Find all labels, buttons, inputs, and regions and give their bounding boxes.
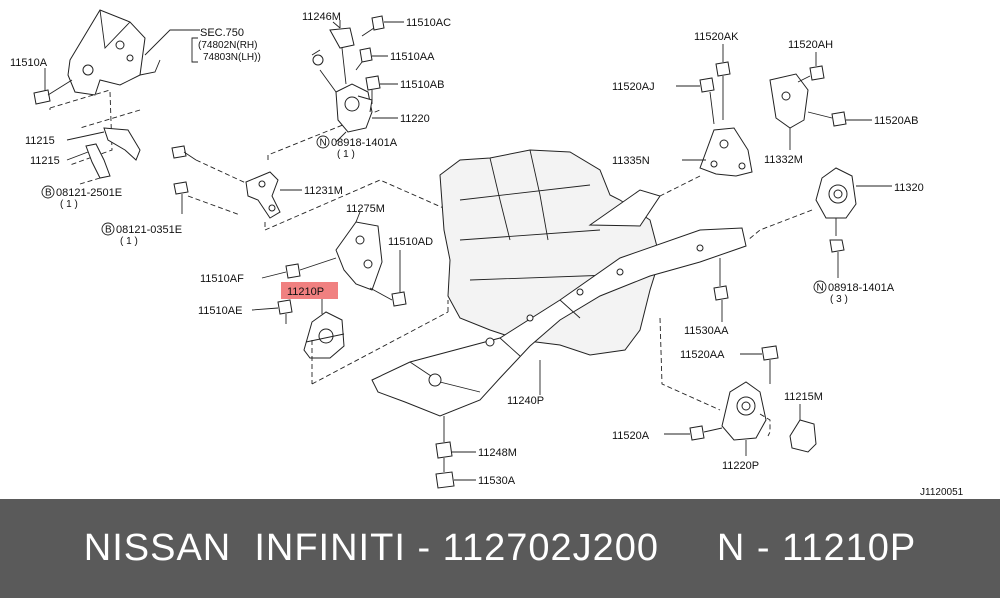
n-letter-icon-2: N — [817, 283, 824, 294]
sec750-leader — [144, 29, 200, 63]
label-08121-2501E: 08121-2501E — [56, 187, 122, 199]
bracket-11275M — [335, 211, 383, 291]
bolt-11510AF — [261, 257, 337, 279]
diagram-code: J1120051 — [920, 487, 964, 498]
label-11520AJ: 11520AJ — [612, 81, 655, 93]
bolt-11510A — [33, 68, 73, 105]
bracket-11215M — [789, 404, 817, 453]
parts-diagram: SEC.750 (74802N(RH) 74803N(LH)) 11510A 1… — [10, 9, 964, 498]
part-number-caption: NISSAN INFINITI - 112702J200 N - 11210P — [83, 527, 917, 569]
bolt-11510AD — [369, 250, 407, 307]
leader-11320 — [747, 209, 813, 241]
bolt-11520AB — [807, 111, 872, 127]
label-08918-1401A: 08918-1401A — [331, 137, 398, 149]
label-08121-2501E-qty: ( 1 ) — [60, 199, 78, 210]
bolt-11520A — [664, 425, 723, 441]
label-11335N: 11335N — [612, 155, 650, 167]
nut-08918-b — [829, 239, 845, 278]
mount-11220 — [311, 20, 398, 143]
bolt-11520AJ — [676, 77, 715, 125]
label-11332M: 11332M — [764, 154, 803, 166]
leader-11335N — [659, 175, 701, 197]
bolt-11530A — [435, 458, 476, 489]
label-08918-1401A-qty: ( 1 ) — [337, 149, 355, 160]
label-11520AB: 11520AB — [874, 115, 918, 127]
n-badge-icon-2 — [813, 280, 827, 294]
parts-diagram-drawing: SEC.750 (74802N(RH) 74803N(LH)) 11510A 1… — [10, 9, 964, 498]
label-11215-b: 11215 — [30, 155, 60, 167]
leader-11231M — [264, 109, 449, 231]
label-11210P[interactable]: 11210P — [287, 286, 324, 298]
label-08121-0351E: 08121-0351E — [116, 224, 182, 236]
subframe-11240P — [371, 189, 747, 417]
label-11275M: 11275M — [346, 203, 385, 215]
label-sec750-lh: 74803N(LH)) — [203, 52, 261, 63]
label-11510AA: 11510AA — [390, 51, 435, 63]
nut-11248M — [435, 416, 476, 459]
engine-block — [439, 149, 661, 356]
label-11530A: 11530A — [478, 475, 516, 487]
leader-11520AA — [659, 317, 721, 411]
bracket-11335N — [682, 127, 753, 177]
leader-11510A — [49, 89, 113, 166]
bolt-11530AA — [713, 258, 729, 322]
label-11510A: 11510A — [10, 57, 48, 69]
label-11530AA: 11530AA — [684, 325, 729, 337]
bolt-11510AE — [251, 299, 293, 324]
label-11510AC: 11510AC — [406, 17, 451, 29]
label-11510AB: 11510AB — [400, 79, 444, 91]
footer-bar: NISSAN INFINITI - 112702J200 N - 11210P — [0, 499, 1000, 598]
label-11240P: 11240P — [507, 395, 544, 407]
bolt-11510AC — [361, 15, 404, 37]
label-11220P: 11220P — [722, 460, 759, 472]
label-11510AD: 11510AD — [388, 236, 433, 248]
label-11215-a: 11215 — [25, 135, 55, 147]
mount-11210P — [303, 311, 345, 359]
transmission-bracket — [67, 9, 161, 96]
leader-11246M — [332, 21, 341, 29]
label-11220: 11220 — [400, 113, 430, 125]
label-08918-1401A-b-qty: ( 3 ) — [830, 294, 848, 305]
label-08918-1401A-b: 08918-1401A — [828, 282, 895, 294]
bolt-08121-b — [173, 181, 241, 216]
leader-mount-11210P — [311, 300, 449, 385]
label-11520AK: 11520AK — [694, 31, 739, 43]
label-11520AA: 11520AA — [680, 349, 725, 361]
n-badge-icon — [316, 135, 330, 149]
mount-11320 — [815, 167, 892, 236]
label-08121-0351E-qty: ( 1 ) — [120, 236, 138, 247]
bracket-11231M — [245, 171, 302, 219]
bolt-11510AA — [355, 47, 388, 71]
label-11215M: 11215M — [784, 391, 823, 403]
b-badge-icon-2 — [101, 222, 115, 236]
label-11246M: 11246M — [302, 11, 341, 23]
n-letter-icon: N — [320, 138, 327, 149]
label-11248M: 11248M — [478, 447, 517, 459]
label-11510AF: 11510AF — [200, 273, 244, 285]
label-11231M: 11231M — [304, 185, 343, 197]
label-11520AH: 11520AH — [788, 39, 833, 51]
label-sec750: SEC.750 — [200, 27, 244, 39]
highlight-11210P — [281, 282, 338, 299]
b-letter-icon: B — [45, 188, 52, 199]
bolt-11520AK — [715, 44, 731, 120]
mount-11220P — [721, 381, 767, 456]
bracket-11332M — [769, 73, 809, 150]
bolt-11520AA — [740, 345, 779, 384]
leader-11220P — [759, 413, 771, 437]
bolt-11510AB — [365, 75, 398, 104]
label-11320: 11320 — [894, 182, 924, 194]
label-11510AE: 11510AE — [198, 305, 242, 317]
bolt-11520AH — [797, 52, 825, 83]
label-sec750-rh: (74802N(RH) — [198, 40, 257, 51]
b-letter-icon-2: B — [105, 225, 112, 236]
label-11520A: 11520A — [612, 430, 650, 442]
clamp-11215 — [66, 109, 141, 185]
bolt-08121-a — [171, 145, 249, 185]
b-badge-icon — [41, 185, 55, 199]
